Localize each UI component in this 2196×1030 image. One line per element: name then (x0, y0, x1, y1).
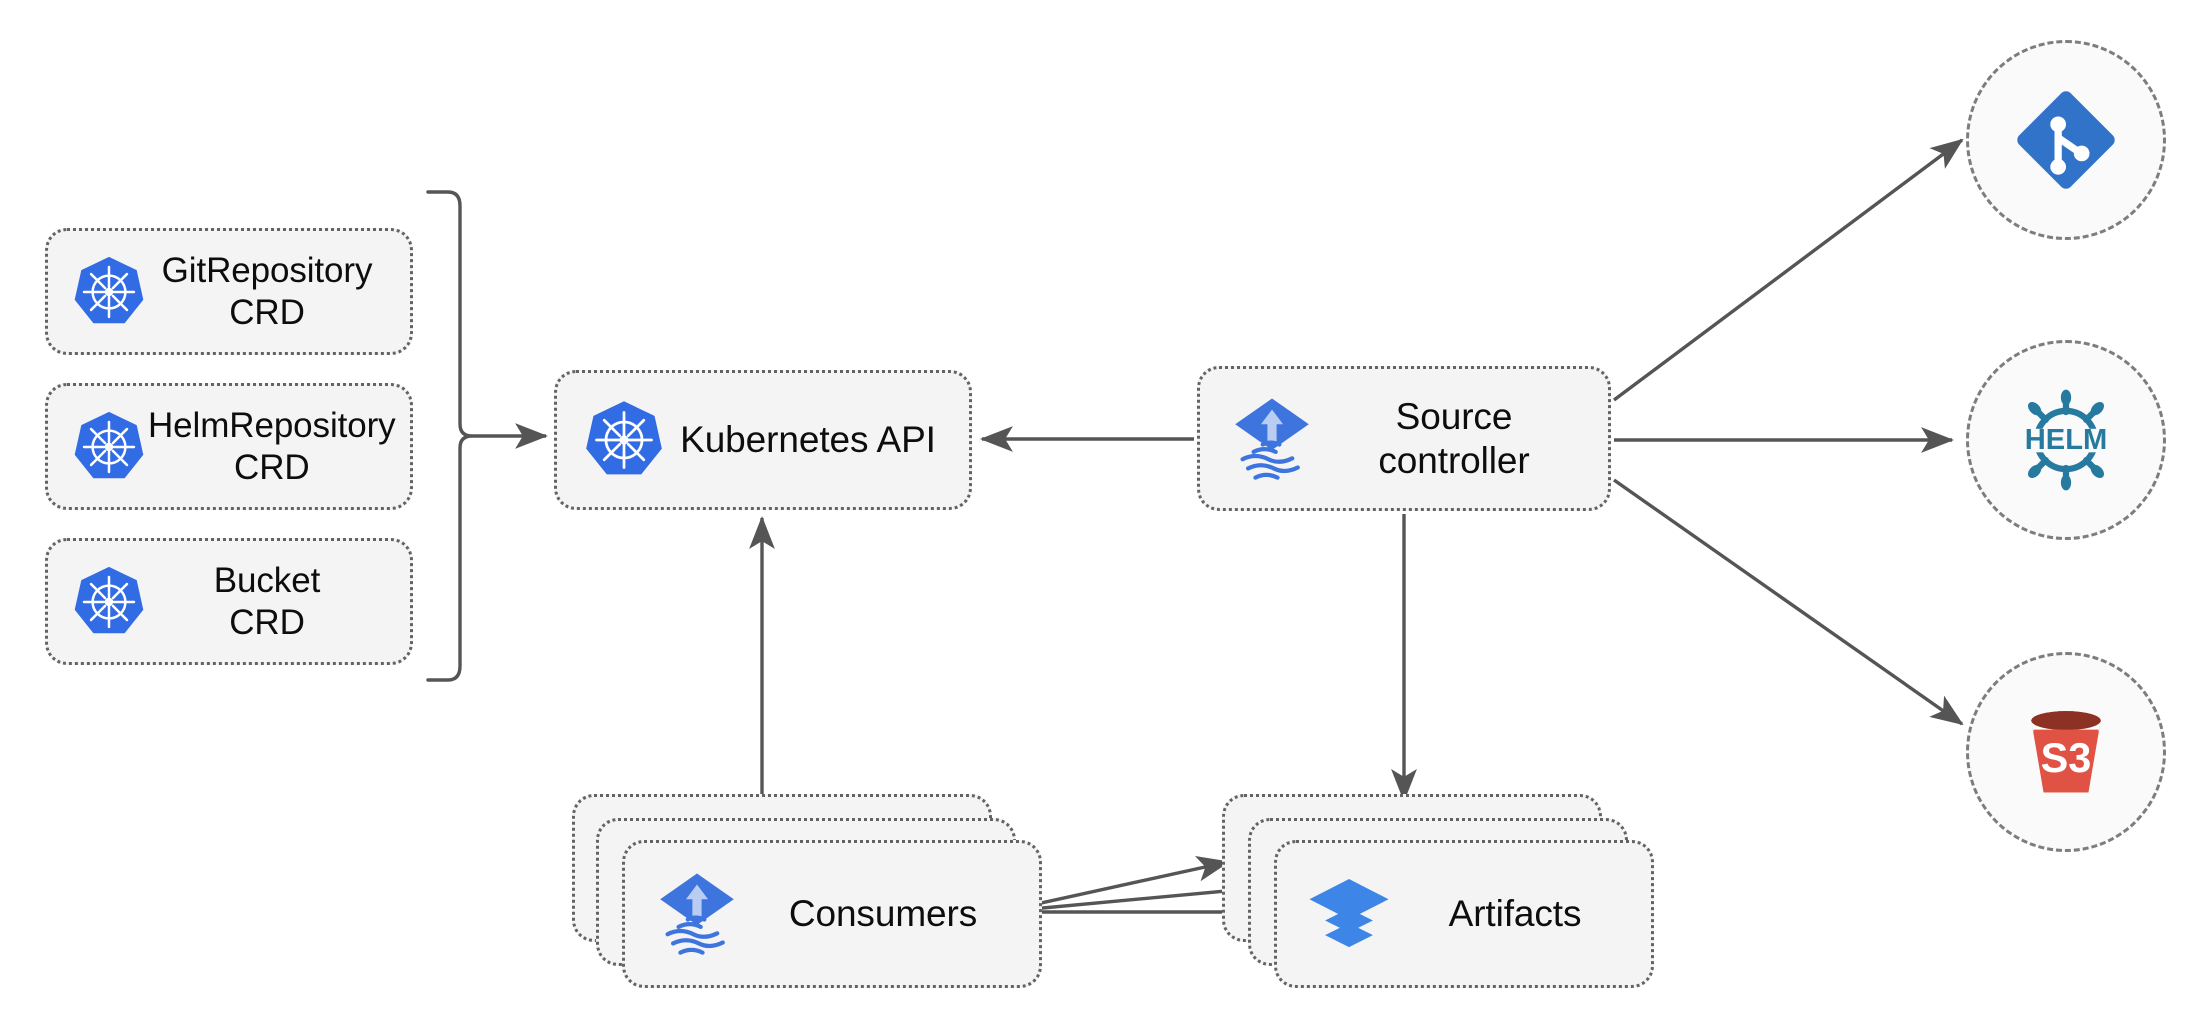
helm-icon: HELM (2010, 384, 2122, 496)
node-consumers[interactable]: Consumers (622, 840, 1042, 988)
s3-bucket-icon: S3 (2010, 696, 2122, 808)
kubernetes-icon (581, 397, 667, 483)
flux-icon (651, 868, 743, 960)
external-source-git[interactable] (1966, 40, 2166, 240)
node-label: GitRepository CRD (161, 251, 373, 332)
node-label: Bucket CRD (213, 561, 321, 642)
git-icon (2010, 84, 2122, 196)
kubernetes-icon (70, 408, 148, 486)
node-label: Source controller (1378, 395, 1530, 481)
edge-source-controller-to-s3 (1613, 478, 1964, 726)
external-source-s3[interactable]: S3 (1966, 652, 2166, 852)
layers-icon (1303, 868, 1395, 960)
edge-source-controller-to-git (1612, 138, 1964, 402)
node-gitrepository-crd[interactable]: GitRepository CRD (45, 228, 413, 355)
s3-wordmark: S3 (2041, 734, 2092, 781)
helm-wordmark: HELM (2025, 424, 2107, 456)
flux-icon (1226, 393, 1318, 485)
external-source-helm[interactable]: HELM (1966, 340, 2166, 540)
node-bucket-crd[interactable]: Bucket CRD (45, 538, 413, 665)
node-label: Kubernetes API (680, 419, 936, 461)
node-kubernetes-api[interactable]: Kubernetes API (554, 370, 972, 510)
node-helmrepository-crd[interactable]: HelmRepository CRD (45, 383, 413, 510)
crd-group-bracket (426, 190, 473, 682)
node-label: Artifacts (1448, 893, 1582, 935)
node-label: HelmRepository CRD (148, 406, 396, 487)
node-label: Consumers (788, 893, 978, 935)
kubernetes-icon (70, 563, 148, 641)
kubernetes-icon (70, 253, 148, 331)
node-source-controller[interactable]: Source controller (1197, 366, 1611, 511)
node-artifacts[interactable]: Artifacts (1274, 840, 1654, 988)
